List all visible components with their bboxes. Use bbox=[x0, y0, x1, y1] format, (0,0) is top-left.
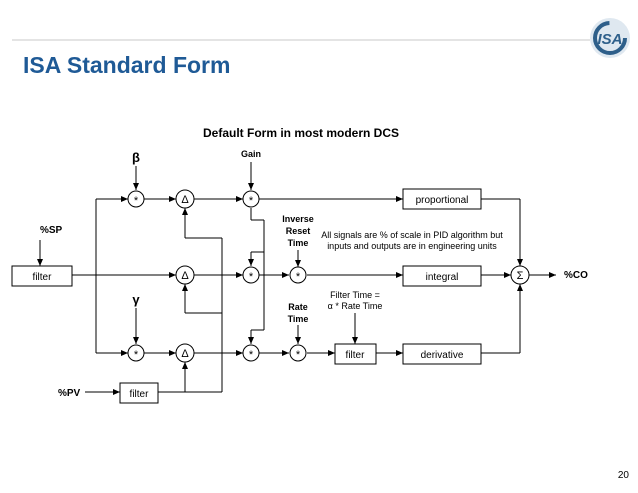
sp-label: %SP bbox=[40, 225, 63, 236]
derivative-filter-block bbox=[334, 343, 377, 365]
delta-symbol: Δ bbox=[181, 194, 189, 206]
gain-label: Gain bbox=[241, 149, 261, 159]
signal-lines bbox=[37, 162, 556, 395]
delta-symbol: Δ bbox=[181, 270, 189, 282]
proportional-block bbox=[402, 188, 482, 210]
delta-node-d bbox=[175, 343, 195, 363]
summation-node bbox=[510, 265, 530, 285]
derivative-label: derivative bbox=[421, 350, 464, 361]
page-number: 20 bbox=[617, 470, 629, 481]
inverse-reset-time-line2: Reset bbox=[286, 226, 311, 236]
sp-filter-block bbox=[11, 265, 73, 287]
filter-time-line1: Filter Time = bbox=[330, 290, 380, 300]
filter-time-line2: α * Rate Time bbox=[328, 301, 383, 311]
mult-symbol: * bbox=[249, 271, 254, 283]
diagram-heading: Default Form in most modern DCS bbox=[203, 126, 399, 140]
integral-label: integral bbox=[426, 272, 459, 283]
delta-node-i bbox=[175, 265, 195, 285]
co-label: %CO bbox=[564, 270, 588, 281]
logo-text: ISA bbox=[597, 31, 622, 48]
proportional-label: proportional bbox=[416, 195, 469, 206]
note-line2: inputs and outputs are in engineering un… bbox=[327, 241, 497, 251]
mult-symbol: * bbox=[296, 349, 301, 361]
beta-label: β bbox=[132, 150, 140, 165]
derivative-filter-label: filter bbox=[346, 350, 366, 361]
beta-multiplier-node bbox=[127, 190, 145, 208]
mult-symbol: * bbox=[296, 271, 301, 283]
gain-multiplier-d bbox=[242, 344, 260, 362]
integral-block bbox=[402, 265, 482, 287]
mult-symbol: * bbox=[134, 195, 139, 207]
delta-node-p bbox=[175, 189, 195, 209]
delta-symbol: Δ bbox=[181, 348, 189, 360]
inverse-reset-time-line3: Time bbox=[288, 238, 309, 248]
pv-filter-label: filter bbox=[130, 389, 150, 400]
gamma-multiplier-node bbox=[127, 344, 145, 362]
sp-filter-label: filter bbox=[33, 272, 53, 283]
rate-multiplier bbox=[289, 344, 307, 362]
isa-logo: ISA bbox=[590, 18, 630, 58]
sum-symbol: Σ bbox=[517, 270, 524, 282]
slide-title: ISA Standard Form bbox=[23, 52, 231, 78]
mult-symbol: * bbox=[249, 349, 254, 361]
mult-symbol: * bbox=[134, 349, 139, 361]
gain-multiplier-i bbox=[242, 266, 260, 284]
mult-symbol: * bbox=[249, 195, 254, 207]
pv-filter-block bbox=[119, 382, 159, 404]
pv-label: %PV bbox=[58, 388, 81, 399]
reset-multiplier bbox=[289, 266, 307, 284]
rate-time-line2: Time bbox=[288, 314, 309, 324]
note-line1: All signals are % of scale in PID algori… bbox=[321, 230, 503, 240]
derivative-block bbox=[402, 343, 482, 365]
gain-multiplier-p bbox=[242, 190, 260, 208]
gamma-label: γ bbox=[132, 292, 140, 307]
rate-time-line1: Rate bbox=[288, 302, 308, 312]
inverse-reset-time-line1: Inverse bbox=[282, 214, 314, 224]
